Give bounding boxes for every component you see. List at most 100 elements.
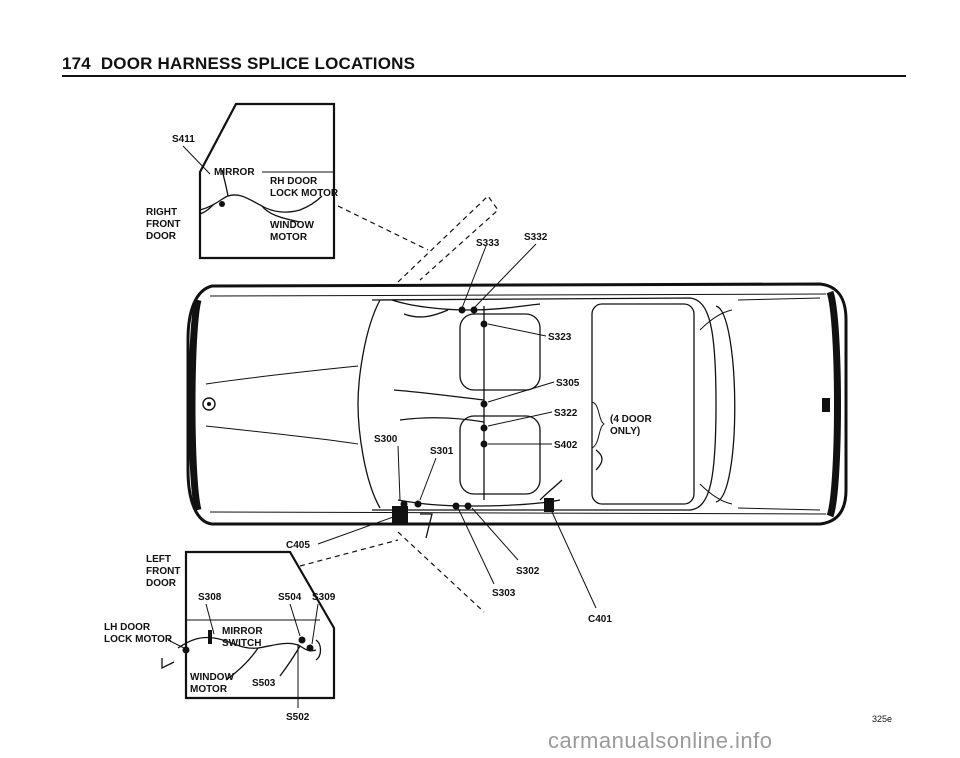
lh-window-motor-label-1: WINDOW	[190, 672, 234, 683]
four-door-note-2: ONLY)	[610, 426, 640, 437]
harness-wiring	[391, 299, 603, 539]
figure-id: 325e	[872, 714, 893, 724]
s333-dot	[458, 306, 466, 314]
s323-dot	[480, 320, 488, 328]
front-bumper	[188, 299, 202, 511]
rear-door-wire	[595, 449, 603, 471]
rh-lock-motor-label-2: LOCK MOTOR	[270, 188, 339, 199]
car-body	[186, 282, 848, 526]
right-door-inset: S411 MIRROR RH DOOR LOCK MOTOR WINDOW MO…	[146, 102, 339, 260]
hood-emblem-center	[207, 402, 211, 406]
s411-leader	[182, 145, 211, 175]
s502-label: S502	[286, 712, 310, 723]
c401-label: C401	[588, 614, 612, 625]
left-door-inset: LEFT FRONT DOOR LH DOOR LOCK MOTOR S308 …	[104, 550, 336, 723]
s504-dot	[298, 636, 306, 644]
right-door-outline	[198, 102, 336, 260]
s305-label: S305	[556, 378, 580, 389]
left-door-wire-s503	[279, 645, 301, 677]
c401-branch-wire	[539, 479, 563, 501]
s333-leader	[461, 245, 487, 309]
lh-lock-motor-stub	[161, 658, 175, 670]
c405-connector	[392, 506, 408, 524]
s504-label: S504	[278, 592, 302, 603]
s402-dot	[480, 440, 488, 448]
door-pillar-clip	[420, 513, 433, 539]
c-pillar-bottom	[699, 483, 733, 505]
left-door-label-2: FRONT	[146, 566, 180, 577]
s303-leader	[457, 507, 495, 585]
s309-label: S309	[312, 592, 336, 603]
hood-emblem-icon	[202, 397, 216, 411]
mirror-switch-label-1: MIRROR	[222, 626, 263, 637]
s300-label: S300	[374, 434, 398, 445]
s302-label: S302	[516, 566, 540, 577]
s323-label: S323	[548, 332, 572, 343]
lh-lock-motor-label-2: LOCK MOTOR	[104, 634, 173, 645]
front-seat-right	[459, 313, 541, 391]
c401-connector	[544, 498, 554, 512]
left-door-wire-window	[225, 647, 259, 681]
s302-dot	[452, 502, 460, 510]
s301-dot	[414, 500, 422, 508]
cabin-outline	[371, 297, 717, 511]
rear-connector-block	[822, 398, 830, 412]
side-trim-top	[209, 293, 827, 297]
c-pillar-top	[699, 309, 733, 331]
rear-window-line	[715, 305, 736, 503]
s332-label: S332	[524, 232, 548, 243]
four-door-bracket	[591, 401, 605, 449]
right-door-wire-mirror	[221, 169, 229, 197]
right-door-dash-connector	[337, 205, 429, 251]
s309-leader	[311, 603, 319, 645]
trunk-line-top	[737, 297, 821, 301]
c405-label: C405	[286, 540, 310, 551]
s309-dot	[306, 644, 314, 652]
s301-label: S301	[430, 446, 454, 457]
title-rule	[62, 75, 906, 77]
s301-leader	[419, 457, 437, 501]
right-door-splice-dot	[219, 201, 225, 207]
s332-dot	[470, 306, 478, 314]
left-door-mirror-plug	[315, 639, 322, 661]
right-door-label-2: FRONT	[146, 219, 180, 230]
s305-leader	[487, 381, 555, 403]
s305-branch-wire	[393, 389, 485, 401]
left-door-dash-connector	[299, 539, 399, 567]
right-door-label-3: DOOR	[146, 231, 177, 242]
windshield-line	[357, 299, 381, 509]
c401-leader	[551, 511, 597, 609]
top-harness-wire	[391, 299, 541, 311]
s308-dot	[182, 646, 190, 654]
front-seat-left	[459, 415, 541, 495]
lh-window-motor-label-2: MOTOR	[190, 684, 228, 695]
right-door-label-1: RIGHT	[146, 207, 177, 218]
bottom-harness-wire	[397, 499, 561, 507]
s332-leader	[473, 243, 537, 309]
hood-line-lower	[205, 425, 359, 445]
s322-dot	[480, 424, 488, 432]
s308-leader	[205, 603, 215, 635]
rh-lock-motor-label-1: RH DOOR	[270, 176, 318, 187]
right-door-wire-window	[261, 205, 301, 223]
lh-lock-motor-leader	[167, 639, 185, 649]
left-door-outline	[184, 550, 336, 700]
trunk-line-bottom	[737, 507, 821, 511]
s503-label: S503	[252, 678, 276, 689]
right-door-wire-end	[199, 203, 215, 215]
page-title: 174 DOOR HARNESS SPLICE LOCATIONS	[62, 54, 415, 74]
s303-label: S303	[492, 588, 516, 599]
s308-label: S308	[198, 592, 222, 603]
mirror-switch-icon	[208, 630, 212, 644]
s322-branch-wire	[399, 417, 485, 423]
rear-bumper	[826, 290, 841, 518]
left-door-dash-callout	[397, 531, 485, 613]
top-harness-branch	[403, 309, 449, 318]
hood-line-upper	[205, 365, 359, 385]
side-trim-bottom	[209, 511, 827, 515]
car-outline	[186, 282, 848, 526]
s322-label: S322	[554, 408, 578, 419]
s504-leader	[289, 603, 301, 637]
s300-dot	[400, 500, 408, 508]
